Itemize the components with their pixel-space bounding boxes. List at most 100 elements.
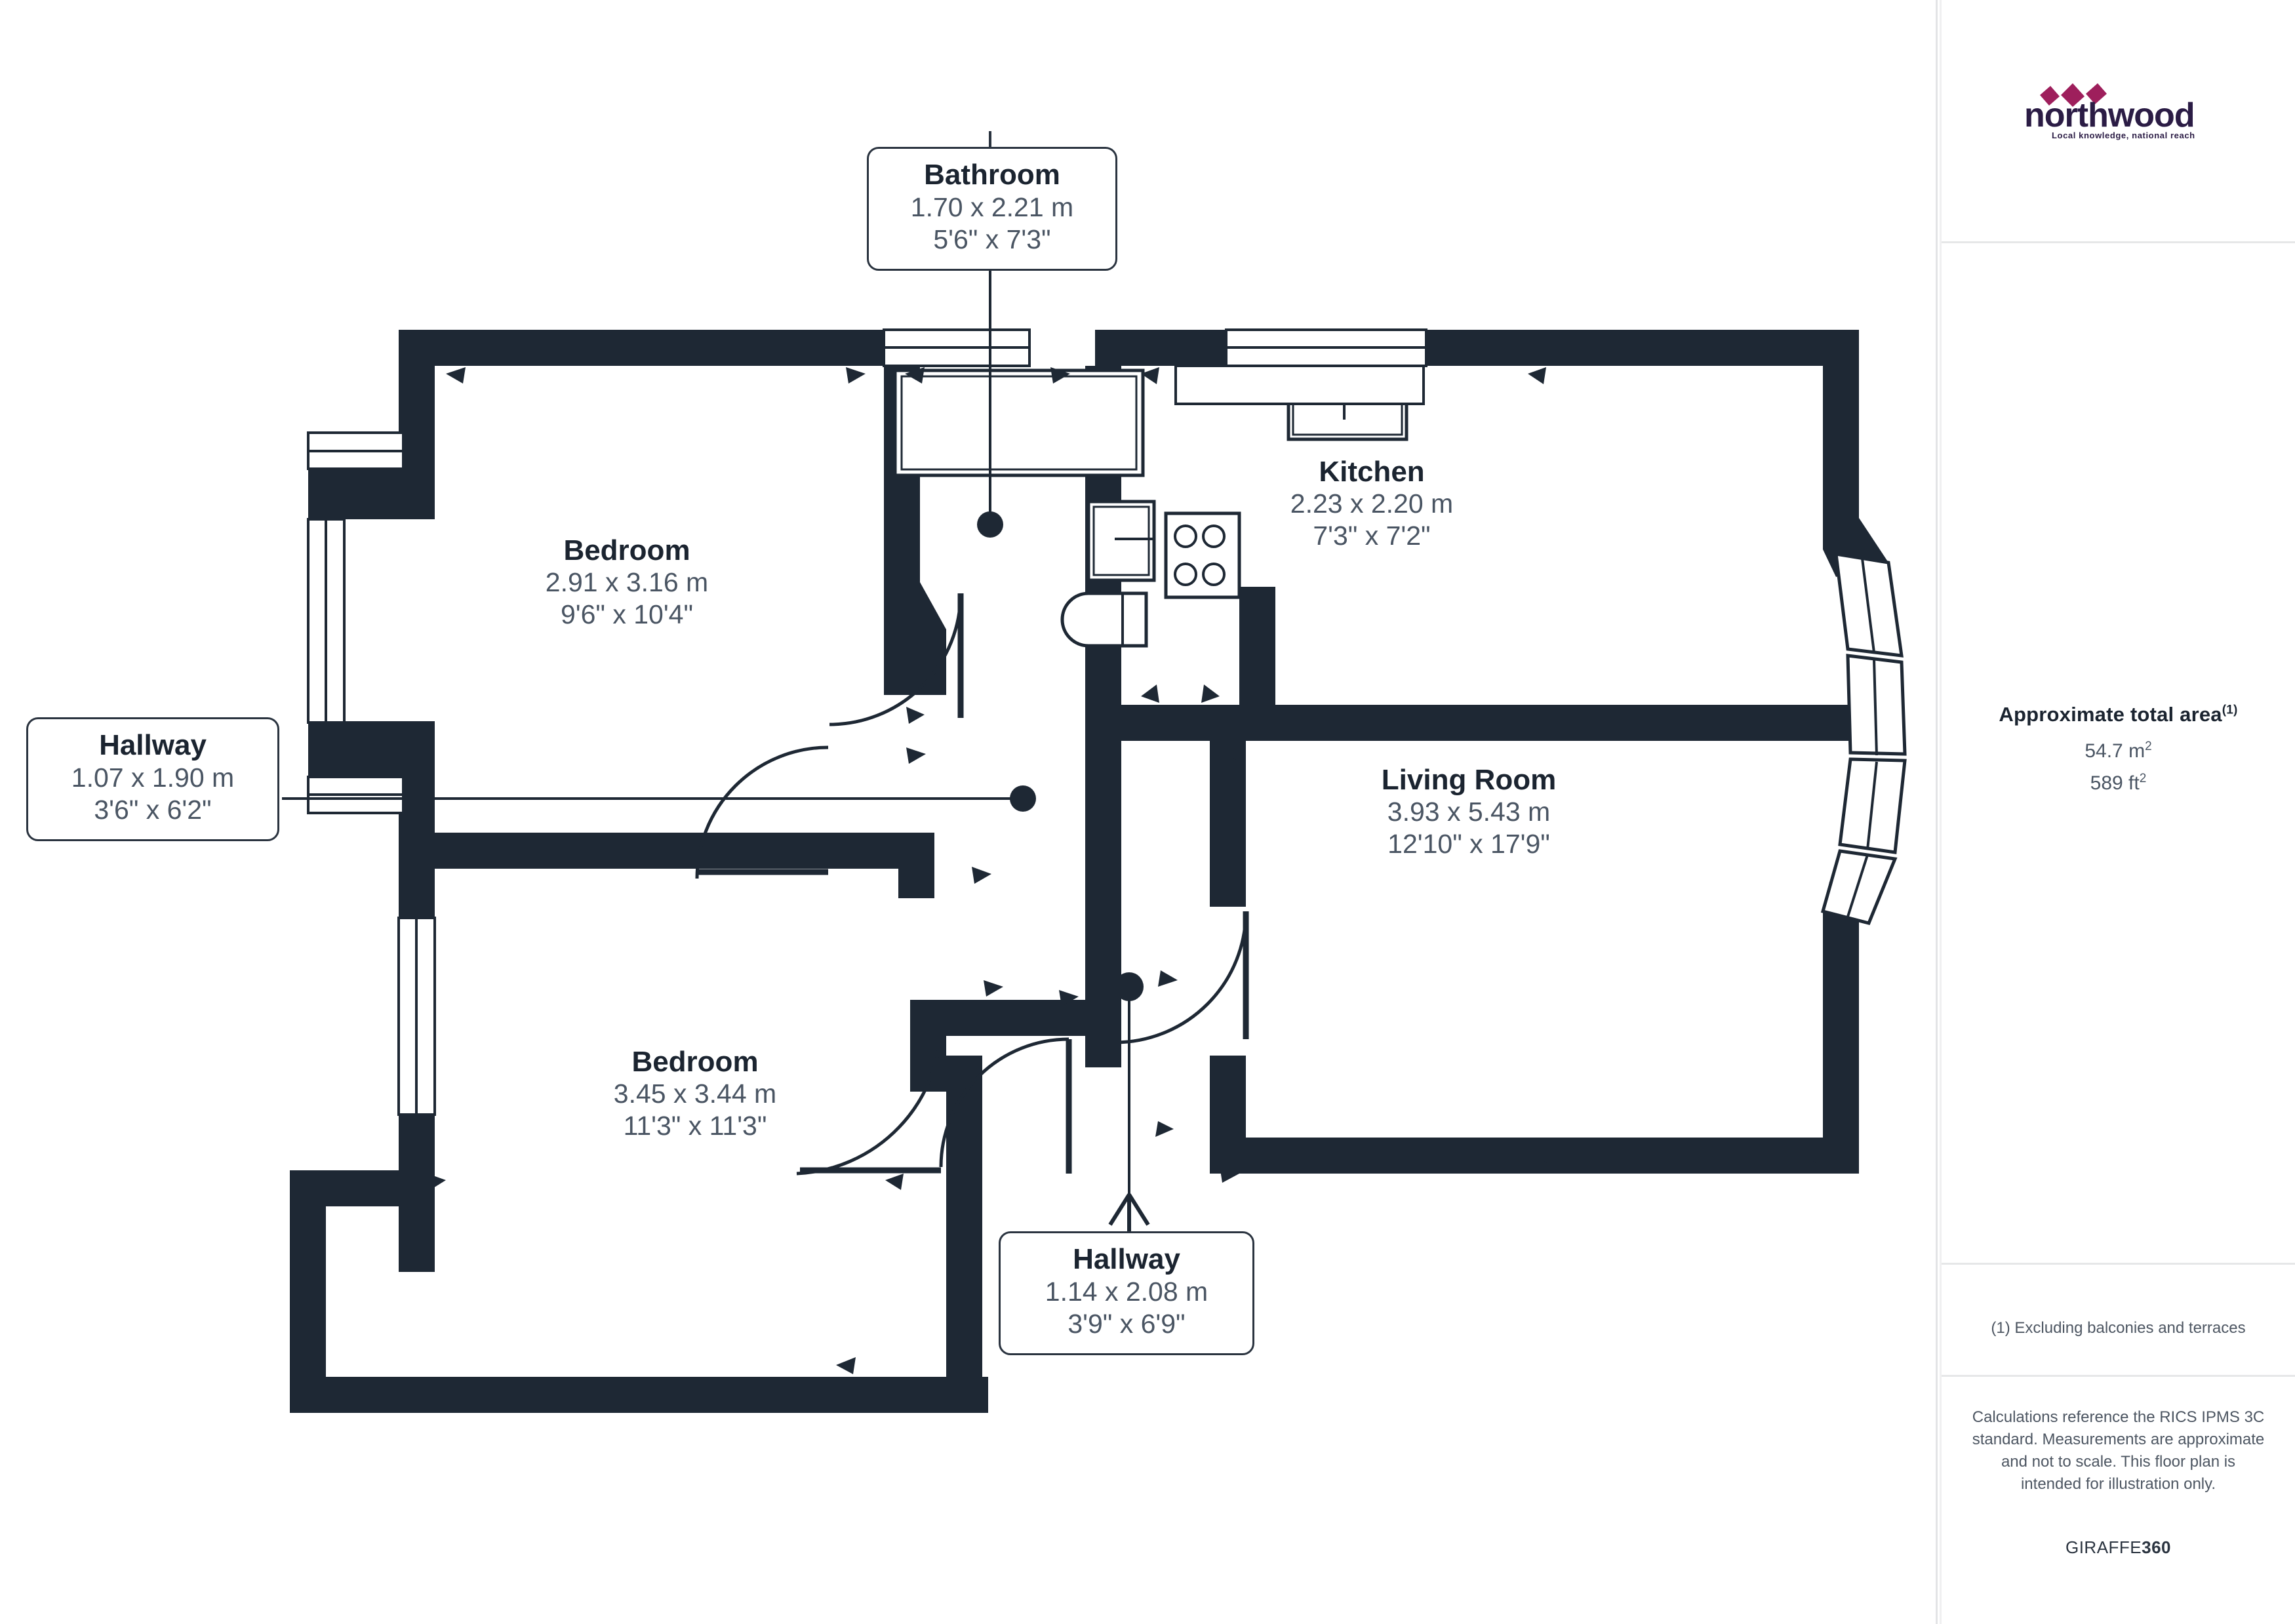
wall-bath-left-angled [884, 582, 946, 695]
floor-plan-canvas: Bathroom 1.70 x 2.21 m 5'6" x 7'3" Bedro… [26, 0, 1938, 1624]
hob-icon [1164, 511, 1241, 599]
room-name: Hallway [1073, 1243, 1180, 1275]
door-arc-bedroom-top [829, 593, 963, 726]
room-name: Bathroom [924, 159, 1060, 191]
wall-left-mid [399, 777, 435, 918]
northwood-logo-icon: northwood Local knowledge, national reac… [2024, 83, 2195, 140]
brand-logo: northwood Local knowledge, national reac… [1942, 82, 2295, 144]
wall-bottom-left [290, 1377, 982, 1413]
wall-hallway-end [898, 833, 934, 898]
wall-living-bottom [1210, 1138, 1852, 1174]
room-callout-hallway-bottom: Hallway 1.14 x 2.08 m 3'9" x 6'9" [999, 1231, 1254, 1356]
kitchen-counter-icon [1174, 365, 1425, 405]
total-area-title-text: Approximate total area [1999, 703, 2222, 726]
total-area-title: Approximate total area(1) [1942, 703, 2295, 726]
leader-dot [1010, 785, 1036, 812]
leader-lines-layer [282, 226, 1150, 1246]
door-arc-hallway-left [695, 745, 829, 879]
room-dim-imperial: 3'9" x 6'9" [1068, 1309, 1186, 1339]
total-area-metric: 54.7 m2 [1942, 740, 2295, 762]
dim-arrow [1201, 684, 1220, 703]
leader-dot [1115, 972, 1144, 1001]
dim-arrow [905, 367, 925, 384]
door-arc-living-room [1114, 911, 1248, 1044]
wall-top-right [1426, 330, 1859, 366]
total-area-imperial-value: 589 ft [2090, 772, 2140, 794]
wall-right-lower [1823, 911, 1859, 1174]
wall-centre-c [946, 1216, 982, 1413]
wall-hall-living-a [1085, 726, 1121, 871]
dim-arrow [972, 867, 991, 884]
wall-bottom-centre [982, 1377, 988, 1413]
dim-arrow [1528, 367, 1546, 384]
provider-brand-block: GIRAFFE360 [1942, 1537, 2295, 1558]
dim-arrow [906, 707, 925, 724]
fixtures-layer [893, 365, 1425, 648]
room-dim-metric: 1.07 x 1.90 m [71, 762, 235, 793]
toilet-icon [1060, 591, 1148, 648]
dim-arrow [1059, 990, 1079, 1006]
wall-far-left-lower [290, 1170, 326, 1413]
wall-hallway-divider [435, 833, 933, 869]
room-dim-imperial: 3'6" x 6'2" [94, 795, 212, 825]
dim-arrow [836, 1357, 856, 1374]
svg-text:northwood: northwood [2024, 96, 2195, 134]
wall-top-left [399, 330, 884, 366]
total-area-imperial-sup: 2 [2139, 772, 2147, 785]
total-area-superscript: (1) [2222, 703, 2238, 717]
floor-plan-drawing [282, 226, 1907, 1413]
dim-arrow [1141, 684, 1159, 703]
room-dim-metric: 1.14 x 2.08 m [1045, 1277, 1208, 1307]
total-area-metric-value: 54.7 m [2085, 740, 2145, 762]
info-sidebar: northwood Local knowledge, national reac… [1940, 0, 2295, 1624]
wall-centre-b [946, 1056, 982, 1219]
total-area-metric-sup: 2 [2145, 740, 2152, 753]
provider-brand: GIRAFFE360 [1942, 1537, 2295, 1558]
dim-arrow [1050, 367, 1070, 384]
dim-arrow [1534, 1157, 1554, 1174]
total-area-imperial: 589 ft2 [1942, 772, 2295, 795]
dim-arrow [1155, 1121, 1174, 1137]
wall-left-bay-top [399, 467, 435, 519]
wash-basin-icon [1087, 500, 1156, 582]
footnote-block: (1) Excluding balconies and terraces [1942, 1319, 2295, 1337]
dim-arrow [428, 1174, 446, 1190]
dim-arrow [1141, 367, 1159, 384]
dim-arrow [885, 1174, 904, 1190]
wall-centre-top [946, 1000, 1097, 1036]
wall-kitchen-bottom-b [1275, 705, 1885, 741]
dim-arrow [1226, 747, 1246, 764]
sidebar-divider-3 [1942, 1375, 2295, 1377]
dim-arrow [906, 747, 926, 764]
room-dim-imperial: 5'6" x 7'3" [933, 224, 1051, 255]
svg-text:Local knowledge, national reac: Local knowledge, national reach [2052, 130, 2195, 140]
sidebar-divider-1 [1942, 241, 2295, 243]
dim-arrow [846, 367, 866, 384]
wall-bay-jamb-bottom [308, 721, 403, 777]
dim-arrow [446, 367, 466, 384]
leader-dot [977, 511, 1003, 538]
provider-brand-prefix: GIRAFFE [2065, 1537, 2142, 1557]
wall-right-upper [1823, 330, 1859, 546]
windows-layer [307, 328, 1907, 1116]
dim-arrow [1158, 970, 1178, 987]
doors-layer [695, 593, 1249, 1176]
wall-kitchen-right [1239, 587, 1275, 741]
room-callout-hallway-left: Hallway 1.07 x 1.90 m 3'6" x 6'2" [26, 717, 279, 842]
wall-hall-living-b [1085, 871, 1121, 1067]
dim-arrow [1803, 1157, 1823, 1174]
wall-left-upper [399, 330, 435, 474]
room-name: Hallway [99, 729, 207, 761]
calculations-note-block: Calculations reference the RICS IPMS 3C … [1942, 1406, 2295, 1495]
footnote-text: (1) Excluding balconies and terraces [1991, 1319, 2246, 1337]
window-bay-right [1820, 551, 1907, 925]
bath-tub-icon [893, 368, 1145, 477]
provider-brand-suffix: 360 [2142, 1537, 2172, 1557]
dimension-arrows-layer [428, 367, 1823, 1374]
dim-arrow [984, 980, 1003, 997]
wall-hall-living-top [1121, 705, 1157, 741]
sidebar-divider-2 [1942, 1263, 2295, 1265]
dim-arrow [1220, 1166, 1239, 1183]
room-callout-bathroom: Bathroom 1.70 x 2.21 m 5'6" x 7'3" [867, 147, 1117, 271]
door-arc-hall-bedroom [939, 1037, 1069, 1168]
